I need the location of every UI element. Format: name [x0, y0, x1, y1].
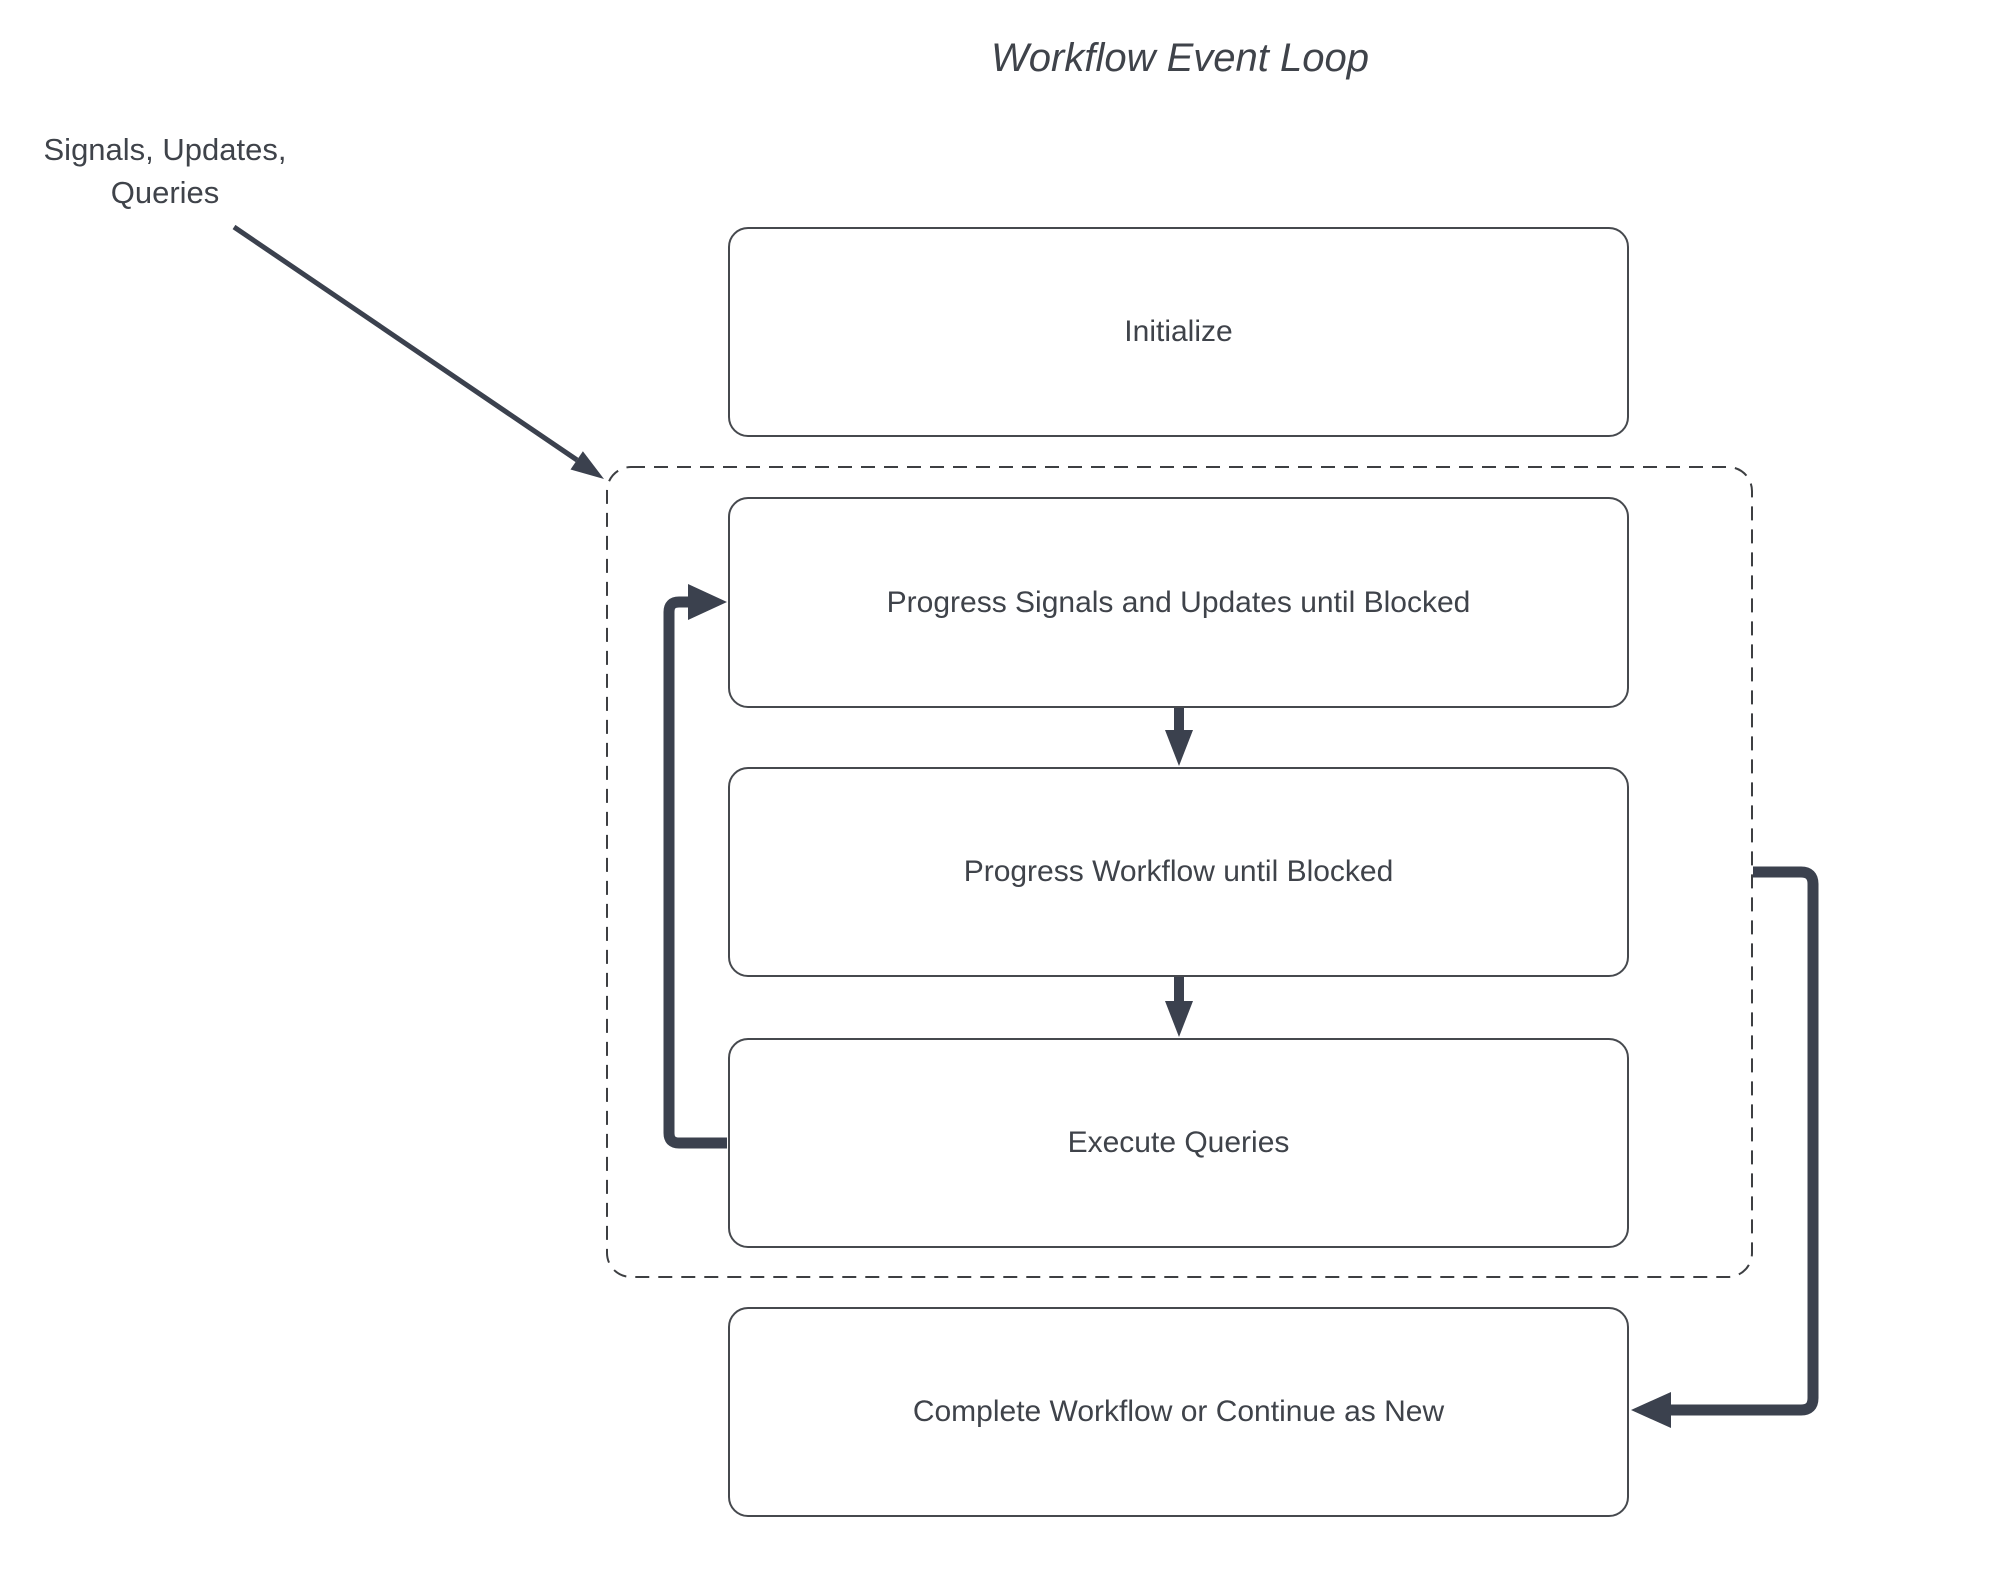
loop-execute-queries-to-progress-signals: [663, 584, 727, 1149]
node-progress-signals-label: Progress Signals and Updates until Block…: [886, 585, 1471, 619]
node-execute-queries-label: Execute Queries: [1067, 1126, 1290, 1159]
diagram-title: Workflow Event Loop: [991, 36, 1369, 80]
arrow-progress-signals-to-progress-workflow: [1165, 707, 1193, 766]
node-complete-workflow-label: Complete Workflow or Continue as New: [912, 1395, 1445, 1428]
node-complete-workflow: Complete Workflow or Continue as New: [728, 1307, 1629, 1517]
node-progress-signals-and-updates: Progress Signals and Updates until Block…: [728, 497, 1629, 708]
node-execute-queries: Execute Queries: [728, 1038, 1629, 1248]
connector-event-loop-to-complete: [1631, 866, 1819, 1428]
node-progress-workflow: Progress Workflow until Blocked: [728, 767, 1629, 977]
external-input-arrow: [232, 224, 604, 479]
external-input-label: Signals, Updates, Queries: [43, 132, 287, 210]
arrow-progress-workflow-to-execute-queries: [1165, 977, 1193, 1037]
node-initialize: Initialize: [728, 227, 1629, 437]
node-progress-workflow-label: Progress Workflow until Blocked: [963, 855, 1394, 888]
node-initialize-label: Initialize: [1124, 315, 1233, 348]
